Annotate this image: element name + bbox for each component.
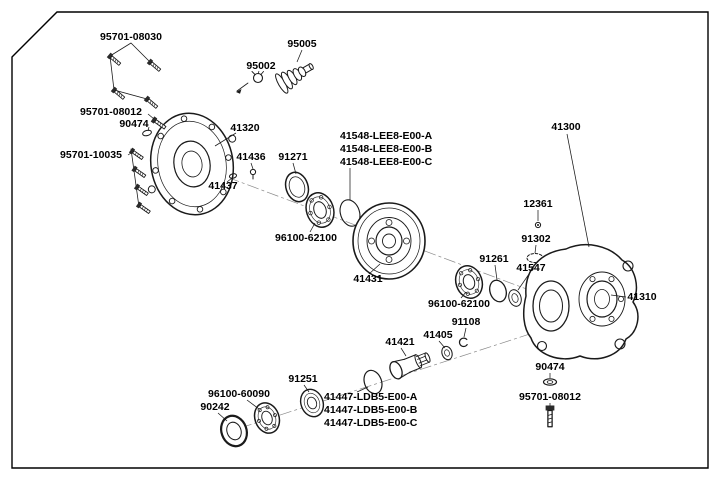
label-pin-dowel: 12361 bbox=[523, 198, 552, 210]
left-bolt-washer-drawing bbox=[142, 115, 168, 137]
label-oring-cover: 41437 bbox=[208, 180, 237, 192]
label-washer-41547: 41547 bbox=[516, 262, 545, 274]
oring-case-drawing bbox=[489, 279, 507, 303]
pin-dowel-drawing bbox=[534, 221, 542, 229]
label-bearing-gear-left: 96100-62100 bbox=[275, 232, 337, 244]
boot-drawing bbox=[275, 63, 314, 94]
label-gear: 41431 bbox=[353, 273, 382, 285]
label-bolt-flange-right: 95701-08012 bbox=[519, 391, 581, 403]
washer-41547-drawing bbox=[508, 289, 522, 307]
label-washer-right: 90474 bbox=[535, 361, 564, 373]
label-washer-41405: 41405 bbox=[423, 329, 452, 341]
case-drawing bbox=[522, 243, 639, 360]
bearing-gear-right-drawing bbox=[454, 265, 484, 299]
bolt-set-top-drawing bbox=[106, 42, 163, 110]
label-seal-cover: 91271 bbox=[278, 151, 307, 163]
label-cover: 41320 bbox=[230, 122, 259, 134]
label-shim2-c: 41447-LDB5-E00-C bbox=[324, 417, 418, 429]
seal-cover-drawing bbox=[284, 171, 310, 203]
label-ring-91302: 91302 bbox=[521, 233, 550, 245]
label-pinion-joint: 41421 bbox=[385, 336, 414, 348]
gear-drawing bbox=[352, 202, 426, 280]
diagram-border bbox=[11, 11, 709, 469]
label-bearing-pinion-inner: 96100-60090 bbox=[208, 388, 270, 400]
arrow-icon bbox=[236, 89, 242, 94]
washer-41405-drawing bbox=[441, 345, 453, 361]
bearing-pinion-outer-drawing bbox=[299, 388, 325, 418]
bolt-set-side-drawing bbox=[128, 147, 152, 216]
label-bolt-flange-left: 95701-08012 bbox=[80, 106, 142, 118]
circlip-drawing bbox=[458, 337, 468, 348]
label-seal-pinion: 90242 bbox=[200, 401, 229, 413]
seal-pinion-drawing bbox=[220, 414, 248, 448]
label-shim-c: 41548-LEE8-E00-C bbox=[340, 156, 433, 168]
breather-drawing bbox=[249, 168, 257, 180]
oring-cover-drawing bbox=[228, 173, 238, 179]
label-shim-b: 41548-LEE8-E00-B bbox=[340, 143, 433, 155]
leader-lines bbox=[127, 49, 627, 422]
part-labels: 95701-08030 95005 95002 95701-08012 9047… bbox=[60, 31, 657, 429]
snap-ring-drawing bbox=[363, 369, 383, 395]
label-circlip: 91108 bbox=[452, 316, 481, 328]
bearing-pinion-inner-drawing bbox=[253, 402, 281, 434]
pinion-joint-drawing bbox=[389, 352, 431, 380]
label-washer-left: 90474 bbox=[119, 118, 148, 130]
label-assembly: 41300 bbox=[551, 121, 580, 133]
label-band: 95002 bbox=[246, 60, 275, 72]
right-bolt-washer-drawing bbox=[542, 378, 558, 428]
label-bolt-flange-side: 95701-10035 bbox=[60, 149, 122, 161]
label-case: 41310 bbox=[627, 291, 656, 303]
bearing-gear-left-drawing bbox=[305, 192, 335, 228]
label-shim2-a: 41447-LDB5-E00-A bbox=[324, 391, 418, 403]
cover-drawing bbox=[147, 112, 237, 216]
label-bearing-pinion-outer: 91251 bbox=[288, 373, 317, 385]
label-bearing-gear-right: 96100-62100 bbox=[428, 298, 490, 310]
axis-centerline-lower bbox=[239, 331, 537, 429]
label-oring-91261: 91261 bbox=[479, 253, 508, 265]
label-breather: 41436 bbox=[236, 151, 265, 163]
label-shim2-b: 41447-LDB5-E00-B bbox=[324, 404, 418, 416]
label-boot: 95005 bbox=[287, 38, 316, 50]
band-clamp-drawing bbox=[236, 71, 264, 94]
label-shim-a: 41548-LEE8-E00-A bbox=[340, 130, 433, 142]
label-bolt-flange-top: 95701-08030 bbox=[100, 31, 162, 43]
shim-ring-drawing bbox=[339, 199, 361, 227]
